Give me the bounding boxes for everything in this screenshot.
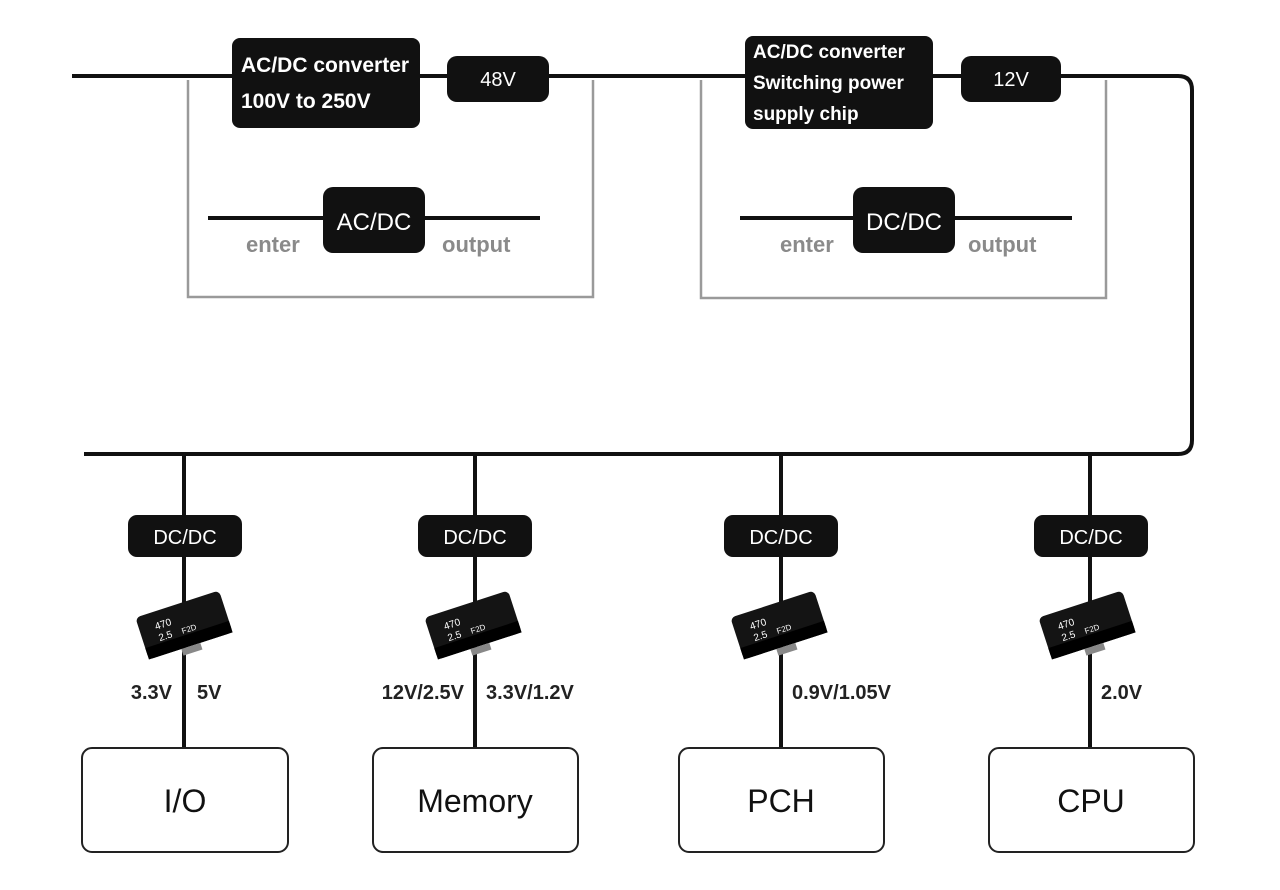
- io-label: I/O: [164, 783, 207, 819]
- capacitor-icon: 470 2.5 F2D: [136, 591, 233, 660]
- capacitor-icon: 470 2.5 F2D: [1039, 591, 1136, 660]
- svg-text:2.5: 2.5: [1060, 629, 1077, 644]
- capacitor-icon: 470 2.5 F2D: [731, 591, 828, 660]
- dc-dc-output-label: output: [968, 232, 1037, 257]
- branch-memory: DC/DC 470 2.5 F2D 12V/2.5V 3.3V/1.2V Mem…: [372, 454, 579, 853]
- memory-label: Memory: [417, 783, 533, 819]
- branch-memory-left-voltage: 12V/2.5V: [382, 682, 465, 704]
- voltage2-label: 12V: [993, 69, 1029, 91]
- svg-text:2.5: 2.5: [157, 629, 174, 644]
- memory-box: [372, 747, 579, 853]
- dc-dc-input-label: enter: [780, 232, 834, 257]
- ac-dc-input-label: enter: [246, 232, 300, 257]
- svg-text:470: 470: [443, 617, 463, 633]
- switching-converter-block: AC/DC converter Switching power supply c…: [745, 36, 933, 129]
- ac-dc-chip-label: AC/DC: [337, 209, 412, 236]
- svg-text:2.5: 2.5: [446, 629, 463, 644]
- ac-dc-inset-frame: [186, 80, 595, 299]
- svg-text:2.5: 2.5: [752, 629, 769, 644]
- dc-dc-inset: DC/DC enter output: [740, 187, 1072, 257]
- capacitor-icon: 470 2.5 F2D: [425, 591, 522, 660]
- main-power-rail: [72, 74, 1194, 456]
- ac-dc-inset: AC/DC enter output: [208, 187, 540, 257]
- branch-pch-converter: DC/DC: [749, 527, 812, 549]
- converter2-subtitle-2: supply chip: [753, 104, 859, 125]
- branch-memory-converter: DC/DC: [443, 527, 506, 549]
- branch-io-converter: DC/DC: [153, 527, 216, 549]
- branch-io: DC/DC 470 2.5 F2D 3.3V 5V I/O: [81, 454, 289, 853]
- converter2-subtitle: Switching power: [753, 73, 905, 94]
- converter2-title: AC/DC converter: [753, 42, 906, 63]
- voltage-12v-badge: 12V: [961, 56, 1061, 102]
- branch-memory-right-voltage: 3.3V/1.2V: [486, 682, 575, 704]
- converter1-title: AC/DC converter: [241, 54, 409, 77]
- branch-cpu: DC/DC 470 2.5 F2D 2.0V CPU: [988, 454, 1195, 853]
- branch-io-left-voltage: 3.3V: [131, 682, 173, 704]
- cpu-box: [988, 747, 1195, 853]
- ac-dc-converter-block: AC/DC converter 100V to 250V: [232, 38, 420, 128]
- dc-dc-chip-label: DC/DC: [866, 209, 942, 236]
- branch-pch: DC/DC 470 2.5 F2D 0.9V/1.05V PCH: [678, 454, 892, 853]
- pch-box: [678, 747, 885, 853]
- voltage-48v-badge: 48V: [447, 56, 549, 102]
- branch-io-right-voltage: 5V: [197, 682, 222, 704]
- cpu-label: CPU: [1057, 783, 1125, 819]
- io-box: [81, 747, 289, 853]
- voltage1-label: 48V: [480, 69, 516, 91]
- svg-text:470: 470: [1057, 617, 1077, 633]
- branch-cpu-converter: DC/DC: [1059, 527, 1122, 549]
- dc-dc-inset-frame: [699, 80, 1108, 300]
- ac-dc-output-label: output: [442, 232, 511, 257]
- converter1-range: 100V to 250V: [241, 90, 371, 113]
- branch-cpu-right-voltage: 2.0V: [1101, 682, 1143, 704]
- svg-text:470: 470: [749, 617, 769, 633]
- pch-label: PCH: [747, 783, 815, 819]
- branch-pch-right-voltage: 0.9V/1.05V: [792, 682, 892, 704]
- svg-text:470: 470: [154, 617, 174, 633]
